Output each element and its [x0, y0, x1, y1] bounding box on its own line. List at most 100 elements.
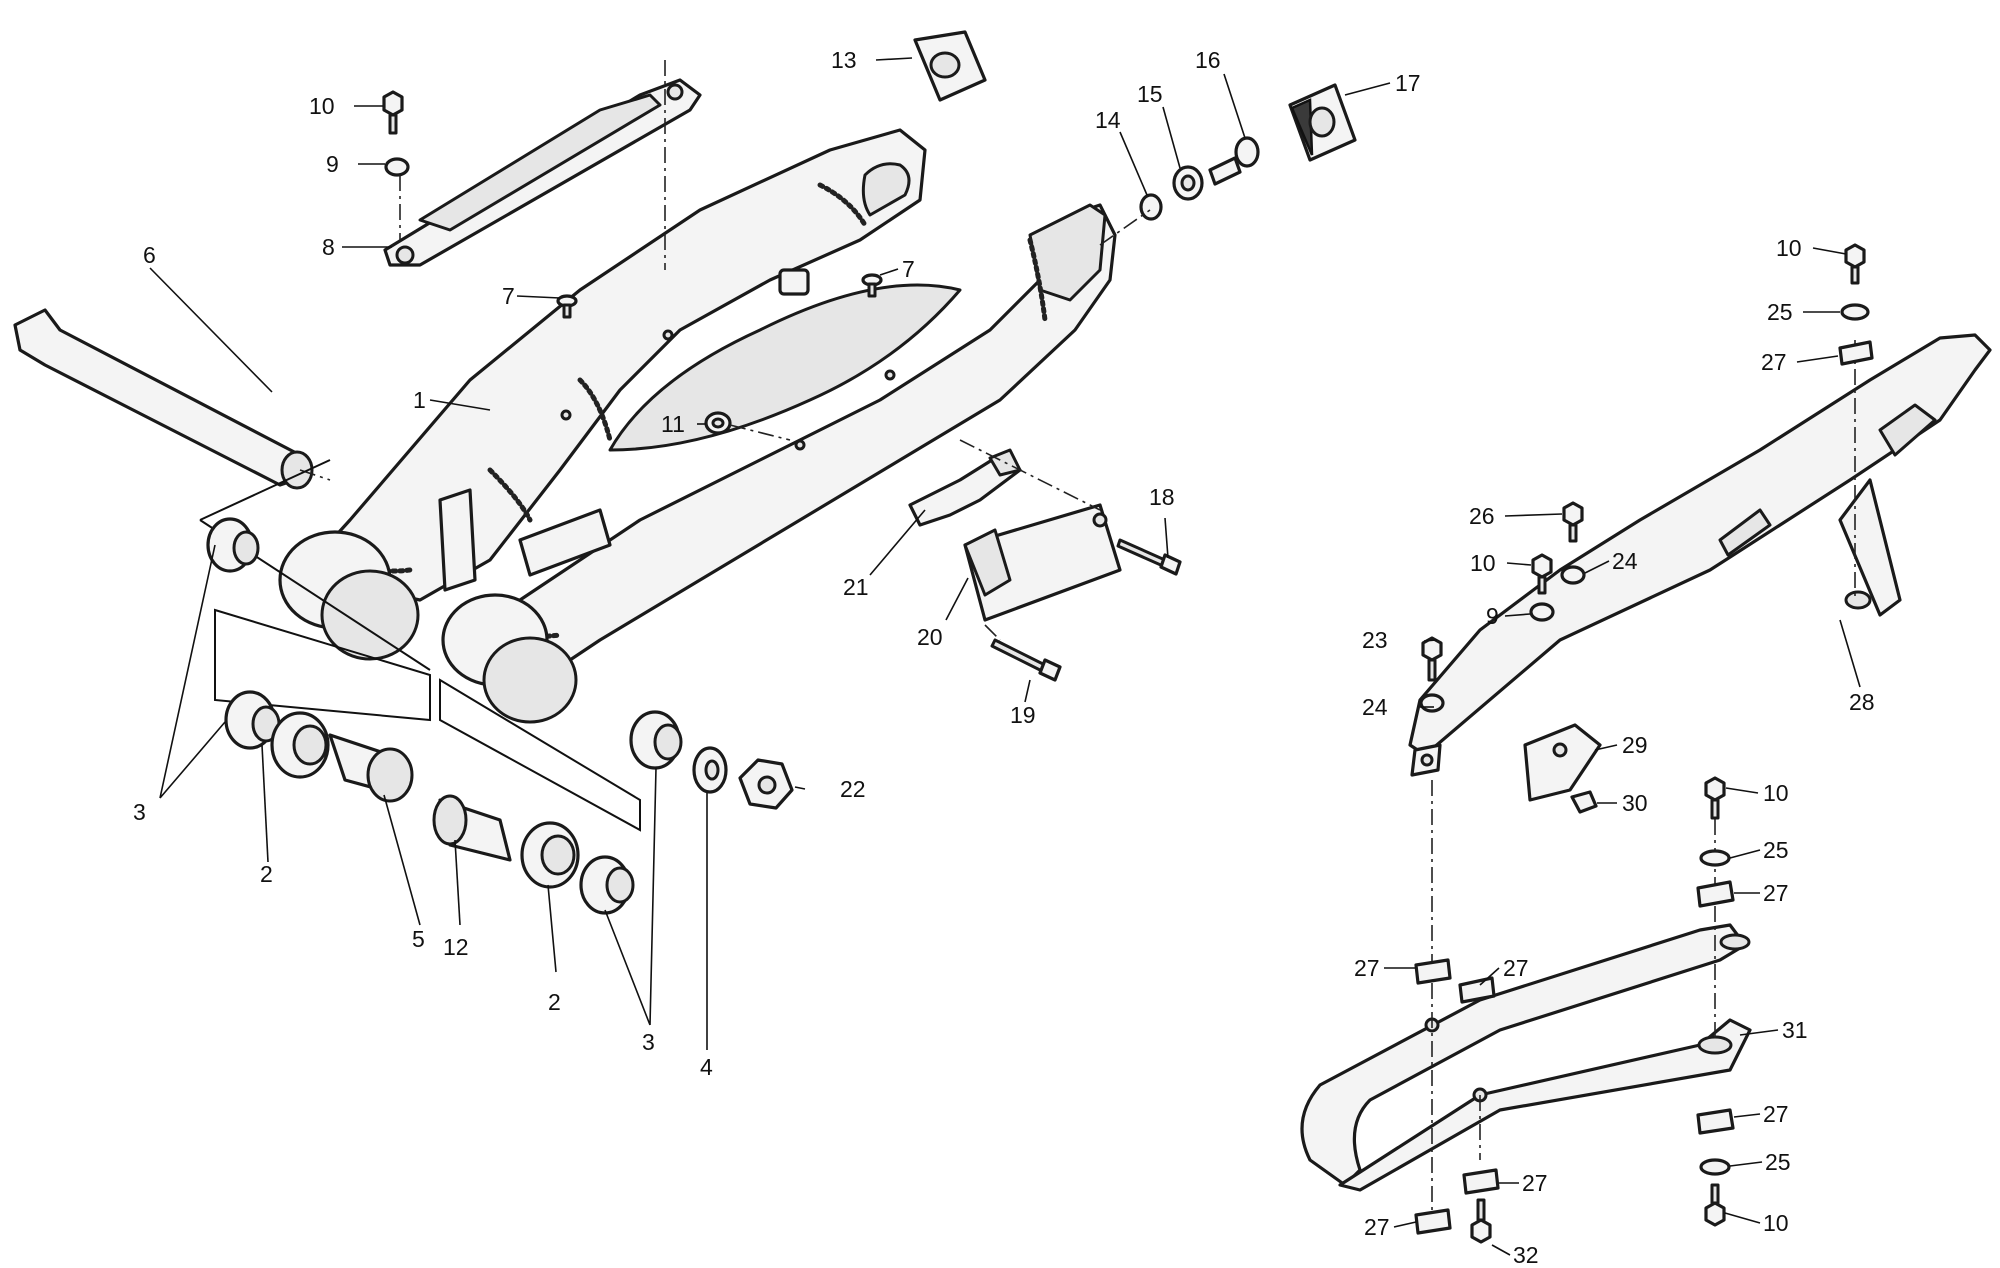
- bushing-27-low-mid: [1462, 1168, 1500, 1195]
- washer-14: [1139, 193, 1163, 221]
- label-30: 30: [1622, 790, 1648, 816]
- label-9-topleft: 9: [326, 151, 339, 177]
- label-17: 17: [1395, 70, 1421, 96]
- bushing-27-low-right: [1696, 1108, 1735, 1135]
- washer-25-low-right: [1699, 1158, 1731, 1176]
- bolt-16: [1208, 136, 1260, 186]
- adjuster-block-13: [913, 30, 987, 102]
- label-25-topright: 25: [1767, 299, 1793, 325]
- label-1: 1: [413, 387, 426, 413]
- chain-slider-31: [1300, 923, 1752, 1192]
- label-27-low-left: 27: [1364, 1214, 1390, 1240]
- label-22: 22: [840, 776, 866, 802]
- label-21: 21: [843, 574, 869, 600]
- washer-4: [692, 746, 728, 794]
- label-20: 20: [917, 624, 943, 650]
- label-27-low-right: 27: [1763, 1101, 1789, 1127]
- spacer-right: [520, 821, 580, 889]
- bearing-left: [224, 690, 281, 750]
- bearing-right: [579, 855, 635, 915]
- bearing-left-upper: [206, 517, 260, 573]
- chain-guard-28: [1408, 333, 1992, 777]
- label-13: 13: [831, 47, 857, 73]
- label-32: 32: [1513, 1242, 1539, 1268]
- swingarm-body: [278, 128, 1117, 724]
- label-25-low-right: 25: [1765, 1149, 1791, 1175]
- washer-24-upper: [1560, 565, 1586, 585]
- label-8: 8: [322, 234, 335, 260]
- label-10-low-right: 10: [1763, 1210, 1789, 1236]
- bolt-10-low-right: [1704, 1183, 1726, 1227]
- washer-25-midright: [1699, 849, 1731, 867]
- bolt-32: [1470, 1198, 1492, 1244]
- inner-sleeve-5: [328, 733, 414, 803]
- leader-lines: [149, 57, 1861, 1256]
- bushing-27-midright: [1696, 880, 1735, 908]
- label-10-guard: 10: [1470, 550, 1496, 576]
- label-11: 11: [661, 411, 685, 437]
- label-27-left-b: 27: [1503, 955, 1529, 981]
- nut-30: [1570, 790, 1598, 814]
- label-25-midright: 25: [1763, 837, 1789, 863]
- label-3-right: 3: [642, 1029, 655, 1055]
- label-3-left: 3: [133, 799, 146, 825]
- label-27-topright: 27: [1761, 349, 1787, 375]
- label-9-guard: 9: [1486, 603, 1499, 629]
- bolt-26: [1562, 501, 1584, 543]
- label-27-low-mid: 27: [1522, 1170, 1548, 1196]
- washer-9-topleft: [384, 157, 410, 177]
- label-24-upper: 24: [1612, 548, 1638, 574]
- label-18: 18: [1149, 484, 1175, 510]
- label-10-topright: 10: [1776, 235, 1802, 261]
- label-6: 6: [143, 242, 156, 268]
- bracket-29: [1523, 723, 1602, 802]
- label-24-lower: 24: [1362, 694, 1388, 720]
- label-10-topleft: 10: [309, 93, 335, 119]
- chain-guide-top: [383, 60, 702, 270]
- label-19: 19: [1010, 702, 1036, 728]
- bolt-10-guard: [1531, 553, 1553, 595]
- bolt-19: [990, 638, 1062, 682]
- bolt-18: [1116, 538, 1182, 576]
- bolt-23: [1421, 636, 1443, 682]
- label-5: 5: [412, 926, 425, 952]
- label-16: 16: [1195, 47, 1221, 73]
- bushing-27-low-left: [1414, 1208, 1452, 1235]
- screw-7-left: [556, 294, 578, 319]
- label-29: 29: [1622, 732, 1648, 758]
- washer-24-lower: [1419, 693, 1445, 713]
- label-31: 31: [1782, 1017, 1808, 1043]
- slider-block-20: [963, 503, 1122, 622]
- bolt-10-topleft: [382, 90, 404, 135]
- bolt-10-midright: [1704, 776, 1726, 820]
- nut-11: [704, 411, 791, 441]
- label-7-right: 7: [902, 256, 915, 282]
- label-23: 23: [1362, 627, 1388, 653]
- label-27-midright: 27: [1763, 880, 1789, 906]
- washer-25-topright: [1840, 303, 1870, 321]
- nut-15: [1172, 165, 1204, 201]
- bearing-right-upper: [629, 710, 683, 770]
- bracket-21: [908, 448, 1022, 527]
- label-15: 15: [1137, 81, 1163, 107]
- label-2-left: 2: [260, 861, 273, 887]
- label-26: 26: [1469, 503, 1495, 529]
- bolt-10-topright: [1844, 243, 1866, 285]
- bushing-27-topright: [1838, 340, 1874, 366]
- bushing-27-left-b: [1458, 976, 1496, 1004]
- label-2-right: 2: [548, 989, 561, 1015]
- bushing-27-left-a: [1414, 958, 1452, 985]
- washer-9-guard: [1529, 602, 1555, 622]
- label-14: 14: [1095, 107, 1121, 133]
- pivot-axle: [13, 308, 331, 490]
- adjuster-block-17: [1288, 83, 1357, 162]
- screw-7-right: [861, 273, 883, 298]
- spacer-left: [270, 711, 330, 779]
- label-12: 12: [443, 934, 469, 960]
- nut-22: [738, 758, 794, 810]
- label-7-left: 7: [502, 283, 515, 309]
- label-10-midright: 10: [1763, 780, 1789, 806]
- label-27-left-a: 27: [1354, 955, 1380, 981]
- label-28: 28: [1849, 689, 1875, 715]
